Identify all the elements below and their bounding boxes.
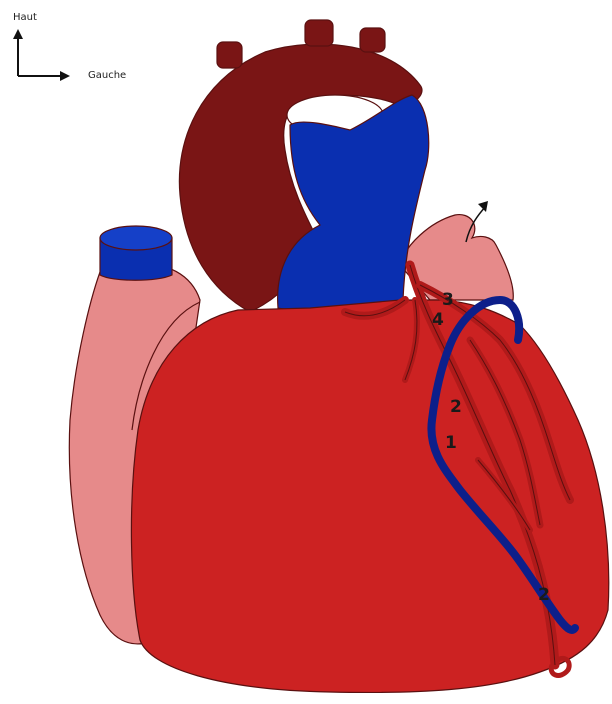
superior-vena-cava <box>100 226 172 280</box>
left-arrow-head-icon <box>60 71 70 81</box>
label-4: 4 <box>432 310 444 330</box>
label-2-upper: 2 <box>450 397 462 417</box>
orientation-indicator: Haut Gauche <box>13 12 126 81</box>
label-2-lower: 2 <box>538 585 550 605</box>
label-3: 3 <box>442 290 454 310</box>
orientation-up-label: Haut <box>13 12 37 23</box>
orientation-left-label: Gauche <box>88 70 126 81</box>
label-1: 1 <box>445 433 457 453</box>
up-arrow-head-icon <box>13 29 23 39</box>
